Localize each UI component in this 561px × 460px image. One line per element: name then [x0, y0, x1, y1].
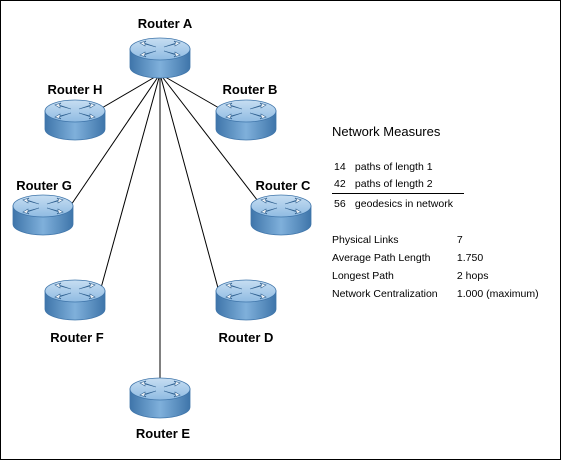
router-c-label: Router C: [256, 178, 312, 193]
stat-value: 1.750: [456, 252, 484, 264]
path-description: paths of length 2: [354, 178, 433, 190]
router-top: [215, 279, 277, 303]
router-g-label: Router G: [16, 178, 72, 193]
router-e[interactable]: [129, 377, 191, 419]
path-count-row: 42 paths of length 2: [332, 176, 539, 193]
router-g[interactable]: [12, 194, 74, 236]
router-f-label: Router F: [50, 330, 104, 345]
router-d-label: Router D: [219, 330, 274, 345]
stat-value: 1.000 (maximum): [456, 288, 539, 300]
router-top: [44, 99, 106, 123]
geodesics-count: 56: [334, 198, 346, 210]
geodesics-description: geodesics in network: [354, 198, 453, 210]
router-h-label: Router H: [48, 82, 103, 97]
router-b[interactable]: [215, 99, 277, 141]
link-a-f: [100, 73, 161, 289]
path-description: paths of length 1: [354, 161, 433, 173]
path-count: 42: [334, 178, 346, 190]
router-c[interactable]: [250, 194, 312, 236]
router-top: [12, 194, 74, 218]
network-measures-panel: Network Measures 14 paths of length 1 42…: [332, 124, 539, 303]
stat-value: 7: [456, 234, 463, 246]
geodesics-total-row: 56 geodesics in network: [332, 196, 539, 213]
link-a-g: [70, 73, 161, 206]
router-top: [215, 99, 277, 123]
router-arrows-icon: [54, 282, 96, 300]
router-h[interactable]: [44, 99, 106, 141]
router-arrows-icon: [139, 40, 181, 58]
path-count: 14: [334, 161, 346, 173]
stat-row: Physical Links 7: [332, 231, 539, 249]
stat-row: Network Centralization 1.000 (maximum): [332, 285, 539, 303]
stat-value: 2 hops: [456, 270, 489, 282]
router-arrows-icon: [54, 102, 96, 120]
router-a[interactable]: [129, 37, 191, 79]
link-a-h: [94, 73, 161, 113]
stat-row: Longest Path 2 hops: [332, 267, 539, 285]
router-top: [44, 279, 106, 303]
stat-label: Physical Links: [332, 234, 399, 246]
router-top: [129, 37, 191, 61]
link-a-d: [159, 73, 219, 289]
stat-row: Average Path Length 1.750: [332, 249, 539, 267]
router-arrows-icon: [225, 102, 267, 120]
router-arrows-icon: [260, 197, 302, 215]
router-arrows-icon: [139, 380, 181, 398]
router-arrows-icon: [22, 197, 64, 215]
router-e-label: Router E: [136, 426, 191, 441]
router-top: [250, 194, 312, 218]
measures-title: Network Measures: [332, 124, 441, 139]
sum-divider: [332, 193, 464, 194]
router-top: [129, 377, 191, 401]
stat-label: Average Path Length: [332, 252, 431, 264]
path-count-row: 14 paths of length 1: [332, 159, 539, 176]
router-a-label: Router A: [138, 16, 193, 31]
link-a-b: [159, 73, 227, 113]
stat-label: Longest Path: [332, 270, 394, 282]
router-b-label: Router B: [223, 82, 278, 97]
router-d[interactable]: [215, 279, 277, 321]
link-a-c: [159, 73, 262, 206]
router-f[interactable]: [44, 279, 106, 321]
stat-label: Network Centralization: [332, 288, 438, 300]
router-arrows-icon: [225, 282, 267, 300]
